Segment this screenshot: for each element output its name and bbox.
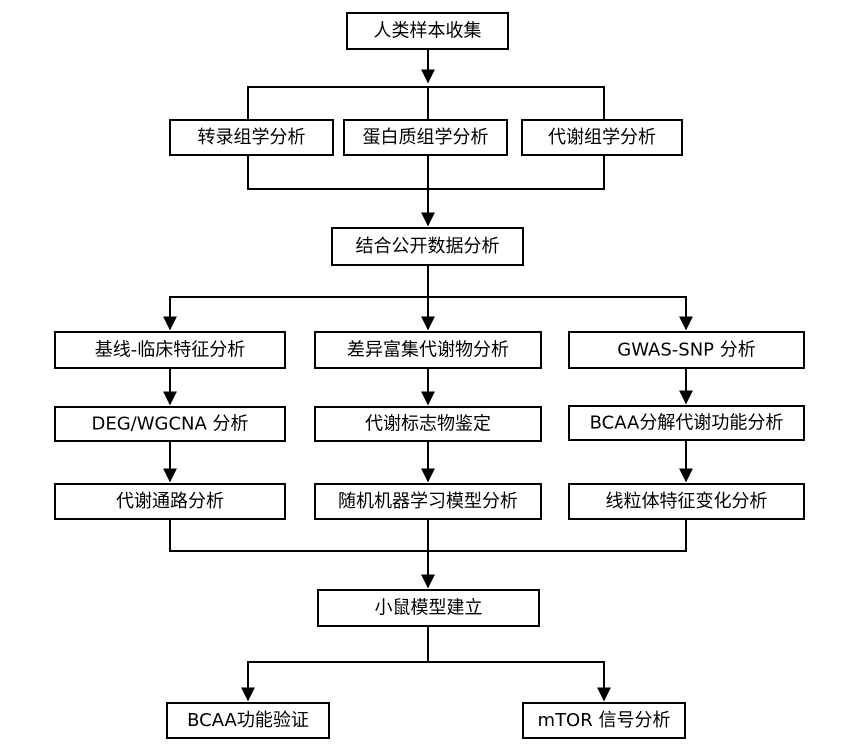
node-label: BCAA功能验证 [187, 710, 309, 731]
node-mtor-signaling: mTOR 信号分析 [522, 702, 686, 739]
node-label: DEG/WGCNA 分析 [91, 414, 248, 435]
node-label: 代谢标志物鉴定 [365, 414, 491, 435]
node-gwas-snp: GWAS-SNP 分析 [568, 331, 805, 369]
connector-line [163, 296, 693, 331]
node-label: 代谢组学分析 [548, 127, 656, 148]
node-sample-collection: 人类样本收集 [346, 12, 509, 50]
node-label: 蛋白质组学分析 [363, 127, 489, 148]
node-metabolomics: 代谢组学分析 [521, 119, 683, 156]
connector-line [247, 86, 605, 120]
node-label: 小鼠模型建立 [375, 598, 483, 619]
node-metabolic-pathway: 代谢通路分析 [54, 483, 286, 520]
connector-line [241, 661, 611, 702]
node-random-forest-ml: 随机机器学习模型分析 [314, 483, 542, 520]
node-baseline-clinical: 基线-临床特征分析 [54, 331, 286, 369]
node-diff-metabolites: 差异富集代谢物分析 [314, 331, 542, 369]
node-public-data: 结合公开数据分析 [331, 227, 524, 266]
connectors [163, 49, 693, 702]
node-label: 转录组学分析 [198, 127, 306, 148]
node-transcriptomics: 转录组学分析 [169, 119, 334, 156]
node-mouse-model: 小鼠模型建立 [317, 589, 540, 627]
node-label: 随机机器学习模型分析 [338, 491, 518, 512]
node-label: 结合公开数据分析 [356, 236, 500, 257]
node-label: 代谢通路分析 [116, 491, 224, 512]
node-label: BCAA分解代谢功能分析 [590, 413, 784, 434]
node-metabolite-id: 代谢标志物鉴定 [314, 406, 542, 442]
node-label: 基线-临床特征分析 [95, 340, 246, 361]
node-label: 人类样本收集 [374, 21, 482, 42]
node-deg-wgcna: DEG/WGCNA 分析 [54, 406, 286, 442]
node-bcaa-validation: BCAA功能验证 [166, 702, 330, 739]
node-proteomics: 蛋白质组学分析 [343, 119, 508, 156]
node-label: GWAS-SNP 分析 [617, 340, 755, 361]
node-label: 差异富集代谢物分析 [347, 340, 509, 361]
connector-line [247, 155, 605, 190]
nodes: 人类样本收集 转录组学分析 蛋白质组学分析 代谢组学分析 结合公开数据分析 基线… [54, 12, 805, 739]
node-mitochondria: 线粒体特征变化分析 [568, 483, 805, 520]
node-bcaa-catabolism: BCAA分解代谢功能分析 [568, 405, 805, 441]
node-label: mTOR 信号分析 [538, 710, 671, 731]
node-label: 线粒体特征变化分析 [606, 491, 768, 512]
